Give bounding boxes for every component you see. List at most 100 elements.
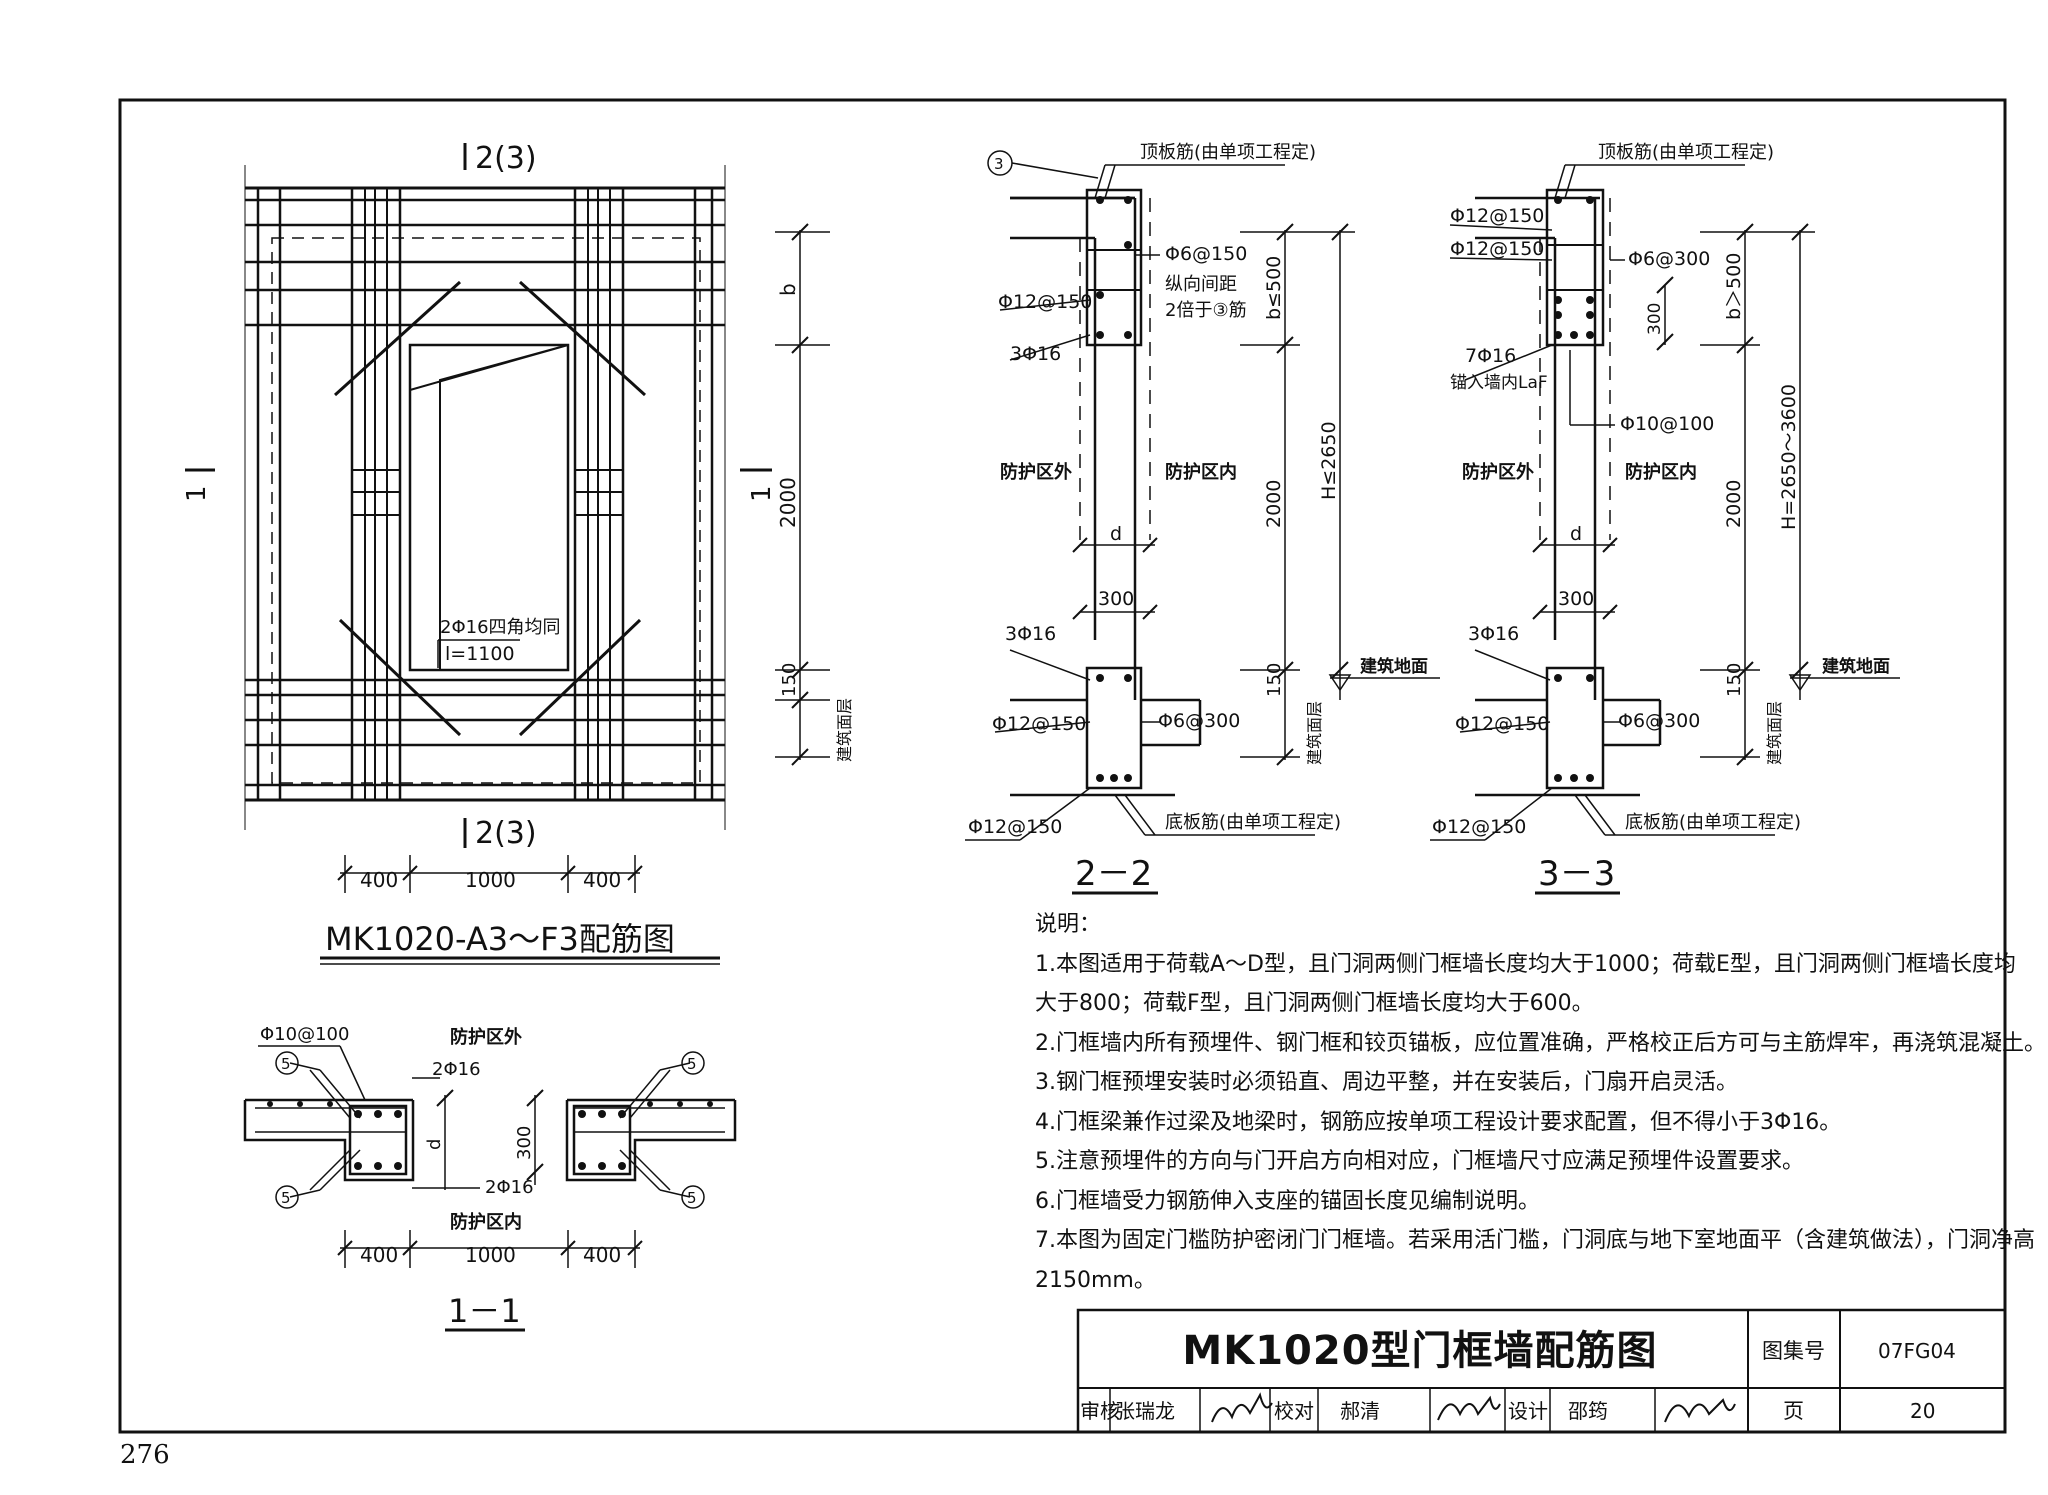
elevation-title: MK1020-A3～F3配筋图 [325, 920, 675, 958]
elevation-drawing [185, 143, 830, 965]
s22-dim-b: b≤500 [1263, 256, 1285, 320]
s22-dim-H: H≤2650 [1318, 421, 1340, 500]
s33-inside: 防护区内 [1625, 461, 1697, 483]
s22-dim-2000: 2000 [1263, 480, 1285, 528]
s22-dim-300: 300 [1098, 588, 1134, 610]
tb-checker: 郝清 [1340, 1399, 1380, 1423]
s11-mark-5-c: 5 [687, 1055, 697, 1073]
s11-mark-5-a: 5 [281, 1055, 291, 1073]
s11-mark-5-b: 5 [281, 1189, 291, 1207]
note-line: 4.门框梁兼作过梁及地梁时，钢筋应按单项工程设计要求配置，但不得小于3Φ16。 [1035, 1109, 1842, 1135]
tb-designer: 邵筠 [1568, 1399, 1608, 1423]
drawing-title: MK1020型门框墙配筋图 [1182, 1328, 1658, 1374]
s22-long-note-1: 纵向间距 [1165, 274, 1237, 295]
s22-outside: 防护区外 [1000, 461, 1072, 483]
elevation-section-left: 1 [182, 485, 212, 502]
s33-phi12-2: Φ12@150 [1450, 238, 1544, 260]
note-line: 7.本图为固定门槛防护密闭门门框墙。若采用活门槛，门洞底与地下室地面平（含建筑做… [1035, 1228, 2035, 1253]
elevation-section-bottom: 2(3) [475, 816, 537, 851]
s22-3phi16-top: 3Φ16 [1010, 343, 1061, 365]
note-line: 6.门框墙受力钢筋伸入支座的锚固长度见编制说明。 [1035, 1188, 1540, 1214]
s22-dim-150: 150 [1264, 663, 1285, 697]
s33-3phi16-bottom: 3Φ16 [1468, 623, 1519, 645]
s33-outside: 防护区外 [1462, 461, 1534, 483]
s33-dim-d: d [1570, 523, 1582, 545]
note-line: 2.门框墙内所有预埋件、钢门框和铰页锚板，应位置准确，严格校正后方可与主筋焊牢，… [1035, 1030, 2046, 1056]
section-3-3-labels: 顶板筋(由单项工程定) Φ12@150 Φ12@150 Φ6@300 300 7… [1432, 142, 1890, 894]
tb-atlas-no: 07FG04 [1878, 1339, 1956, 1363]
s33-phi12-1: Φ12@150 [1450, 205, 1544, 227]
section-1-1-drawing [243, 1045, 737, 1332]
s33-phi6: Φ6@300 [1628, 248, 1710, 270]
s11-bar-top: Φ10@100 [260, 1024, 349, 1045]
s33-dim-300-top: 300 [1645, 303, 1665, 335]
s22-phi12: Φ12@150 [998, 291, 1092, 313]
s33-dim-H: H=2650～3600 [1778, 384, 1800, 530]
s33-dim-b: b＞500 [1723, 253, 1745, 320]
elevation-section-top: 2(3) [475, 141, 537, 176]
s11-outside: 防护区外 [450, 1026, 522, 1048]
s22-phi12-b2: Φ12@150 [968, 816, 1062, 838]
tb-review-label: 审核 [1080, 1399, 1120, 1423]
s33-dim-2000: 2000 [1723, 480, 1745, 528]
s22-floor: 建筑面层 [1305, 701, 1324, 765]
tb-page-label: 页 [1783, 1399, 1804, 1423]
section-2-2-drawing [965, 150, 1440, 895]
s33-phi12-b2: Φ12@150 [1432, 816, 1526, 838]
elevation-dim-150: 150 [779, 663, 800, 697]
s33-phi10: Φ10@100 [1620, 413, 1714, 435]
tb-design-label: 设计 [1508, 1399, 1548, 1423]
tb-atlas-label: 图集号 [1762, 1339, 1825, 1363]
note-line: 2150mm。 [1035, 1267, 1156, 1293]
note-line: 5.注意预埋件的方向与门开启方向相对应，门框墙尺寸应满足预埋件设置要求。 [1035, 1149, 1804, 1174]
s33-top-slab: 顶板筋(由单项工程定) [1598, 142, 1774, 163]
s22-phi6-b: Φ6@300 [1158, 710, 1240, 732]
s11-dim-400-right: 400 [583, 1243, 621, 1267]
elevation-corner-bar-length: l=1100 [445, 643, 515, 665]
elevation-dim-400-left: 400 [360, 868, 398, 892]
designer-signature [1664, 1398, 1736, 1423]
section-1-1-labels: Φ10@100 防护区外 2Φ16 300 d 2Φ16 防护区内 5 5 5 … [260, 1024, 697, 1330]
s22-dim-d: d [1110, 523, 1122, 545]
title-block-labels: 图集号 07FG04 页 20 审核 张瑞龙 校对 郝清 设计 邵筠 [1080, 1339, 1956, 1423]
tb-page-no: 20 [1910, 1399, 1935, 1423]
notes-heading: 说明： [1035, 912, 1102, 937]
s11-dim-1000: 1000 [465, 1243, 516, 1267]
s33-title: 3－3 [1538, 854, 1615, 894]
s22-phi6: Φ6@150 [1165, 243, 1247, 265]
s22-bottom-slab: 底板筋(由单项工程定) [1165, 812, 1341, 833]
section-3-3-drawing [1430, 164, 1900, 895]
note-line: 大于800；荷载F型，且门洞两侧门框墙长度均大于600。 [1035, 991, 1594, 1016]
elevation-dim-b: b [776, 283, 800, 296]
sheet-border [118, 98, 2007, 1434]
checker-signature [1437, 1395, 1501, 1421]
elevation-dim-400-right: 400 [583, 868, 621, 892]
s11-2phi16-bottom: 2Φ16 [485, 1177, 534, 1198]
s22-3phi16-bottom: 3Φ16 [1005, 623, 1056, 645]
elevation-floor-label: 建筑面层 [835, 698, 854, 762]
s22-top-slab: 顶板筋(由单项工程定) [1140, 142, 1316, 163]
note-line: 3.钢门框预埋安装时必须铅直、周边平整，并在安装后，门扇开启灵活。 [1035, 1070, 1738, 1095]
reviewer-signature [1211, 1392, 1273, 1423]
s33-bottom-slab: 底板筋(由单项工程定) [1625, 812, 1801, 833]
s22-ground: 建筑地面 [1360, 656, 1428, 677]
elevation-section-right: 1 [747, 485, 777, 502]
s33-dim-300: 300 [1558, 588, 1594, 610]
title-block [1076, 1308, 2007, 1434]
s22-long-note-2: 2倍于③筋 [1165, 300, 1247, 321]
elevation-dim-1000: 1000 [465, 868, 516, 892]
elevation-dim-2000: 2000 [776, 477, 800, 528]
s33-phi12-b1: Φ12@150 [1455, 713, 1549, 735]
elevation-corner-bar-label: 2Φ16四角均同 [440, 617, 561, 638]
s11-inside: 防护区内 [450, 1211, 522, 1233]
s33-dim-150: 150 [1724, 663, 1745, 697]
s11-mark-5-d: 5 [687, 1189, 697, 1207]
note-line: 1.本图适用于荷载A～D型，且门洞两侧门框墙长度均大于1000；荷载E型，且门洞… [1035, 951, 2016, 977]
s33-anchor-note: 锚入墙内LaF [1450, 373, 1548, 393]
s11-dim-400-left: 400 [360, 1243, 398, 1267]
notes-block: 说明： 1.本图适用于荷载A～D型，且门洞两侧门框墙长度均大于1000；荷载E型… [1035, 905, 2046, 1300]
s22-title: 2－2 [1075, 854, 1152, 894]
s22-mark-3: 3 [994, 155, 1004, 173]
tb-reviewer: 张瑞龙 [1115, 1399, 1175, 1423]
